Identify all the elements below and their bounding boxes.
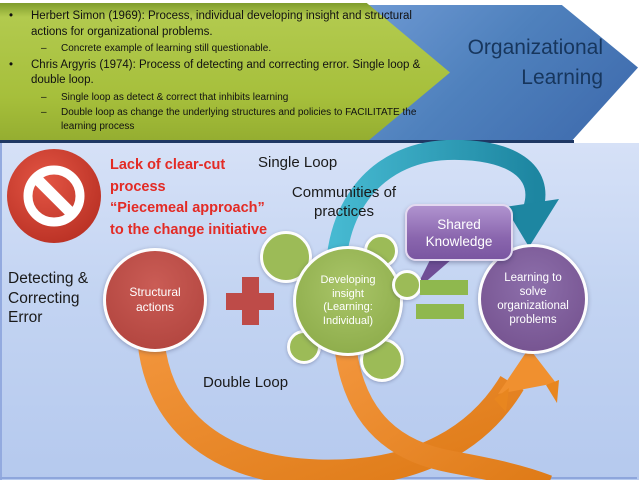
double-loop-label: Double Loop (203, 374, 289, 391)
communities-label: Communities of practices (291, 184, 397, 220)
community-circle (392, 270, 422, 300)
bullet-text: Double loop as change the underlying str… (61, 107, 417, 132)
warning-text: Lack of clear-cut process “Piecemeal app… (110, 157, 268, 238)
equals-bar (420, 280, 468, 295)
community-circle (260, 231, 312, 283)
single-loop-label: Single Loop (258, 154, 338, 171)
list-item: – Single loop as detect & correct that i… (6, 91, 444, 105)
bullet-banner-arrow-shape (0, 3, 450, 142)
community-circle (360, 338, 404, 382)
list-item: • Chris Argyris (1974): Process of detec… (6, 58, 444, 89)
detecting-error-label: Detecting & Correcting Error (8, 270, 89, 326)
dash-icon: – (41, 43, 47, 54)
bullet-text: Concrete example of learning still quest… (61, 43, 272, 54)
developing-insight-node: Developing insight (Learning: Individual… (293, 246, 403, 356)
plus-bar-vertical (242, 277, 259, 325)
dash-icon: – (41, 107, 47, 118)
double-loop-arrow-secondary (335, 350, 552, 480)
double-loop-arrow (137, 340, 559, 480)
shared-knowledge-callout: Shared Knowledge (405, 204, 513, 261)
bullet-icon: • (9, 10, 14, 22)
bullet-text: Chris Argyris (1974): Process of detecti… (31, 58, 421, 87)
structural-actions-node: Structural actions (103, 248, 207, 352)
banner-underline (0, 140, 574, 143)
bullet-icon: • (9, 58, 14, 71)
slide-title: Organizational Learning (467, 36, 603, 89)
list-item: • Herbert Simon (1969): Process, individ… (6, 9, 444, 40)
no-entry-icon (7, 149, 101, 243)
list-item: – Concrete example of learning still que… (6, 42, 444, 56)
bullet-list: • Herbert Simon (1969): Process, individ… (6, 9, 444, 135)
plus-icon (226, 277, 274, 325)
equals-icon (416, 278, 468, 320)
single-loop-arrow (325, 139, 559, 302)
bullet-text: Single loop as detect & correct that inh… (61, 91, 289, 103)
dash-icon: – (41, 91, 47, 103)
equals-bar (416, 304, 464, 319)
learning-to-solve-node: Learning to solve organizational problem… (478, 244, 588, 354)
bullet-text: Herbert Simon (1969): Process, individua… (31, 10, 412, 38)
list-item: – Double loop as change the underlying s… (6, 106, 444, 133)
